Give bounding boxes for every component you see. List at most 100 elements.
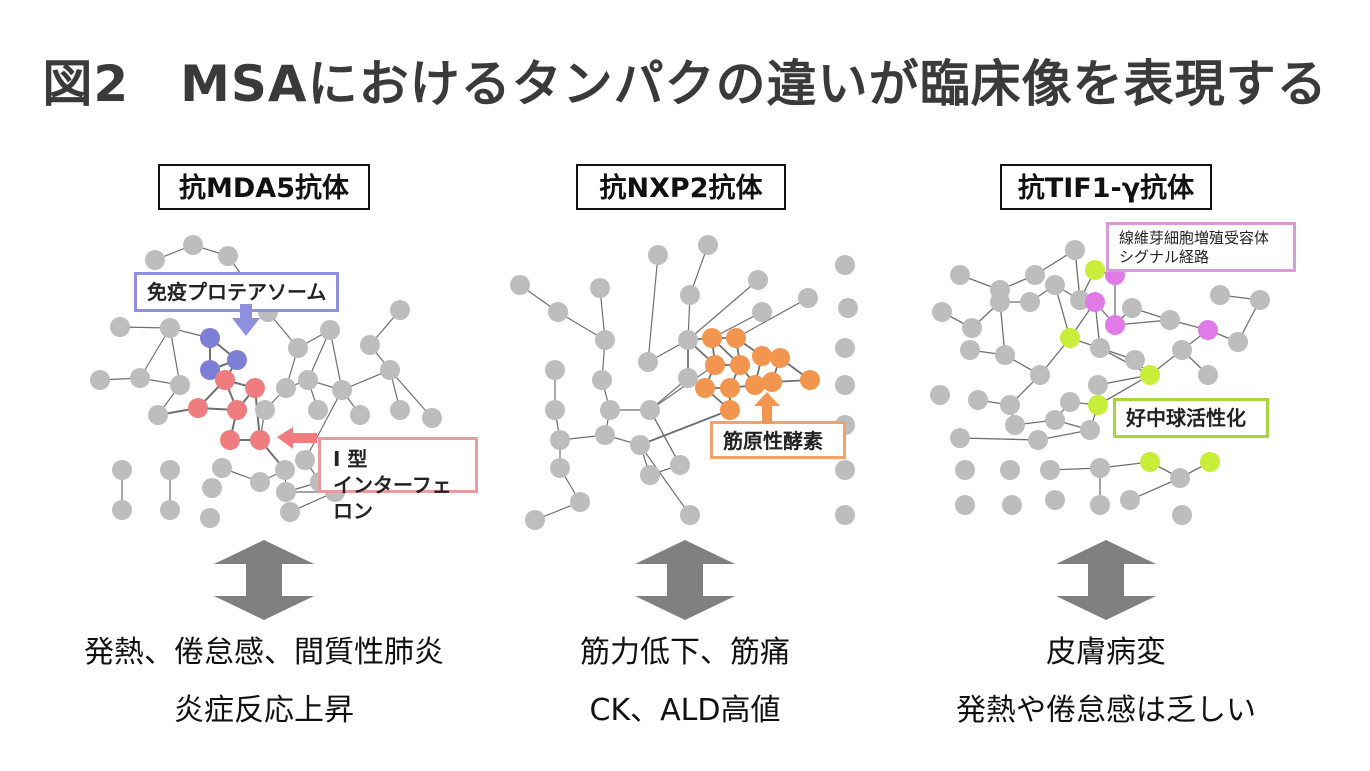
network-node [590, 278, 610, 298]
network-node [730, 355, 750, 375]
network-node [360, 335, 380, 355]
network-node [1160, 310, 1180, 330]
network-node [950, 428, 970, 448]
network-node [545, 400, 565, 420]
network-node [1090, 458, 1110, 478]
network-node [932, 302, 952, 322]
network-node [1065, 240, 1085, 260]
network-node [595, 330, 615, 350]
network-mda5 [90, 235, 442, 528]
network-node [678, 330, 698, 350]
callout-arrow-orange [754, 392, 780, 424]
network-nxp2 [510, 235, 858, 530]
network-node [1090, 338, 1110, 358]
network-node [798, 288, 818, 308]
network-node [1002, 495, 1022, 515]
network-node [1210, 285, 1230, 305]
network-node [680, 285, 700, 305]
network-edge [649, 409, 681, 466]
network-node [320, 320, 340, 340]
network-node [640, 465, 660, 485]
network-node [200, 508, 220, 528]
network-edge [1097, 374, 1151, 406]
callout-interferon-text: I 型 インターフェロン [333, 447, 452, 523]
outcomes-nxp2: 筋力低下、筋痛 CK、ALD高値 [465, 624, 905, 740]
network-node [705, 355, 725, 375]
network-node [638, 352, 658, 372]
callout-interferon: I 型 インターフェロン [318, 437, 478, 523]
panel-title-tif1: 抗TIF1-γ抗体 [1000, 164, 1212, 210]
outcome-line: 皮膚病変 [1046, 635, 1166, 670]
network-node [1090, 495, 1110, 515]
outcome-line: 発熱、倦怠感、間質性肺炎 [84, 635, 444, 670]
network-node [1060, 328, 1080, 348]
network-node [678, 368, 698, 388]
network-node [276, 482, 296, 502]
network-node [1140, 452, 1160, 472]
network-node [670, 455, 690, 475]
network-node [1198, 365, 1218, 385]
network-node [1070, 290, 1090, 310]
callout-neutrophil-activation: 好中球活性化 [1113, 398, 1269, 438]
network-node [332, 380, 352, 400]
network-node [1198, 320, 1218, 340]
network-node [250, 472, 270, 492]
network-node [1172, 340, 1192, 360]
outcomes-mda5: 発熱、倦怠感、間質性肺炎 炎症反応上昇 [44, 624, 484, 740]
network-node [1005, 415, 1025, 435]
network-node [245, 378, 265, 398]
page-title: 図2 MSAにおけるタンパクの違いが臨床像を表現する [42, 55, 1328, 113]
network-edge [389, 369, 433, 419]
network-node [1000, 395, 1020, 415]
network-node [220, 430, 240, 450]
network-node [680, 505, 700, 525]
network-node [422, 408, 442, 428]
network-edge [304, 389, 343, 461]
network-node [160, 318, 180, 338]
network-node [648, 245, 668, 265]
outcome-line: 炎症反応上昇 [174, 693, 354, 728]
network-edge [329, 329, 343, 391]
network-node [835, 375, 855, 395]
network-node [218, 246, 238, 266]
network-node [1040, 460, 1060, 480]
network-node [955, 460, 975, 480]
network-node [1228, 332, 1248, 352]
network-node [990, 292, 1010, 312]
network-node [288, 338, 308, 358]
network-node [380, 360, 400, 380]
network-node [1122, 298, 1142, 318]
network-node [202, 478, 222, 498]
network-node [770, 348, 790, 368]
network-node [390, 400, 410, 420]
network-node [748, 270, 768, 290]
network-node [1105, 315, 1125, 335]
network-node [112, 460, 132, 480]
network-node [390, 300, 410, 320]
network-node [702, 328, 722, 348]
network-node [698, 235, 718, 255]
double-arrow-2 [635, 540, 735, 620]
network-node [90, 370, 110, 390]
network-node [1125, 350, 1145, 370]
network-node [188, 398, 208, 418]
network-node [212, 458, 232, 478]
network-node [1250, 290, 1270, 310]
network-node [170, 375, 190, 395]
network-node [950, 265, 970, 285]
network-node [295, 450, 315, 470]
network-node [835, 255, 855, 275]
network-node [215, 370, 235, 390]
network-node [1020, 292, 1040, 312]
network-node [726, 328, 746, 348]
network-node [1170, 468, 1190, 488]
network-node [145, 250, 165, 270]
network-node [1085, 260, 1105, 280]
network-node [308, 400, 328, 420]
network-edge [639, 444, 691, 516]
network-edge [639, 409, 731, 446]
network-node [800, 370, 820, 390]
network-node [1028, 430, 1048, 450]
network-node [955, 495, 975, 515]
network-node [1120, 490, 1140, 510]
